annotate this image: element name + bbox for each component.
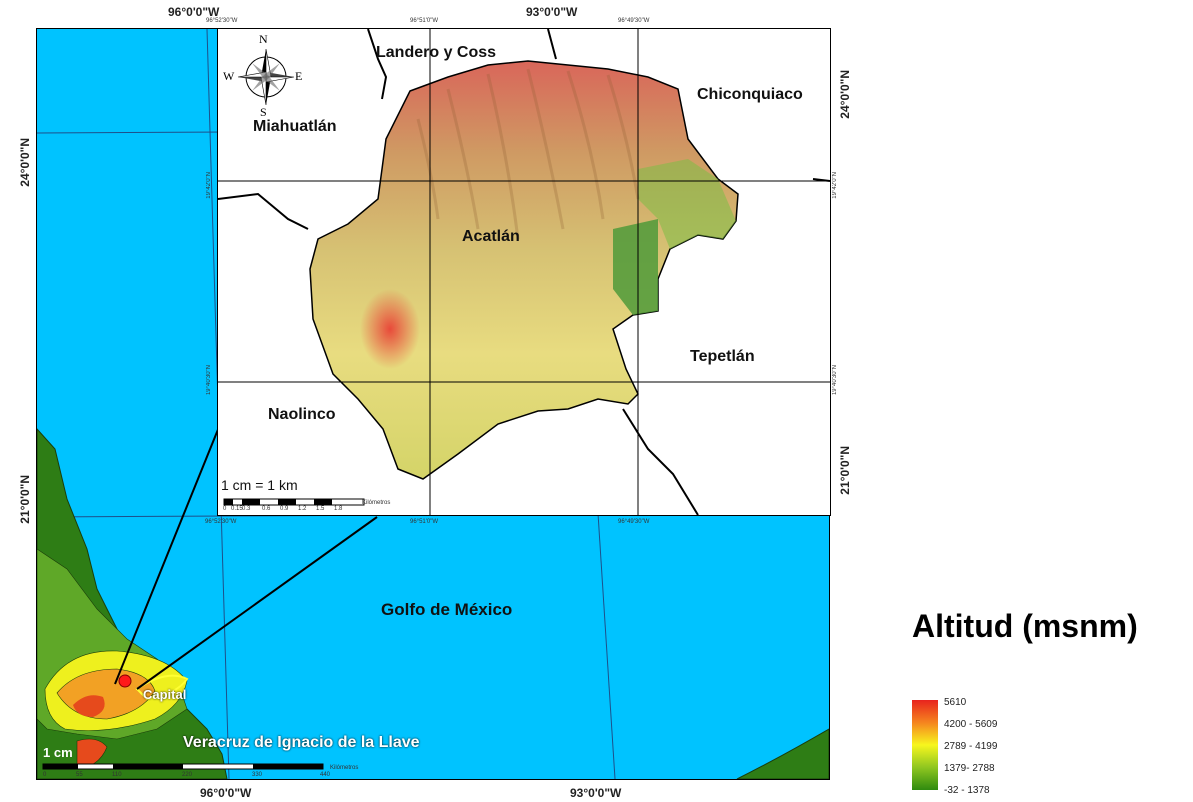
legend-title: Altitud (msnm) — [912, 608, 1138, 644]
overview-scale-tick: 0 — [43, 772, 47, 778]
acatlan-elevation — [309, 60, 739, 480]
legend-class-label: -32 - 1378 — [944, 785, 990, 796]
coord-left-bottom: 21°0'0"N — [18, 475, 32, 524]
overview-scale-tick: 220 — [182, 772, 193, 778]
inset-map-graphics — [218, 29, 830, 515]
inset-scale-tick: 1.8 — [334, 506, 343, 512]
compass-south: S — [260, 105, 267, 119]
overview-scale-label: 1 cm — [43, 745, 73, 760]
coord-bottom-right: 93°0'0"W — [570, 786, 622, 800]
overview-scale-tick: 55 — [76, 772, 83, 778]
inset-scale-label: 1 cm = 1 km — [221, 477, 298, 493]
inset-scale-tick: 1.2 — [298, 506, 307, 512]
legend-class-label: 5610 — [944, 697, 967, 708]
compass-north: N — [259, 32, 268, 46]
compass-rose-icon — [237, 48, 295, 106]
inset-coord-right-b: 19°40'30"N — [832, 365, 838, 396]
inset-scale-tick: 0 — [223, 506, 227, 512]
inset-map — [217, 28, 831, 516]
capital-marker — [118, 674, 132, 688]
coord-top-right: 93°0'0"W — [526, 5, 578, 19]
inset-coord-top-b: 96°51'0"W — [410, 18, 439, 24]
compass-east: E — [295, 69, 303, 83]
legend-class-label: 2789 - 4199 — [944, 741, 998, 752]
inset-coord-bottom-a: 96°52'30"W — [205, 519, 237, 525]
overview-scale-tick: 440 — [320, 772, 331, 778]
legend-ramp — [912, 700, 938, 790]
inset-scale-tick: 0.3 — [242, 506, 251, 512]
inset-scale-tick: 0.15 — [231, 506, 243, 512]
inset-coord-left-b: 19°40'30"N — [206, 365, 212, 396]
coord-top-left: 96°0'0"W — [168, 5, 220, 19]
coord-right-bottom: 21°0'0"N — [838, 446, 852, 495]
label-landero: Landero y Coss — [376, 44, 497, 61]
overview-scale-tick: 330 — [252, 772, 263, 778]
state-label: Veracruz de Ignacio de la Llave — [183, 734, 420, 751]
inset-scale-tick: 0.6 — [262, 506, 271, 512]
compass-west: W — [223, 69, 235, 83]
inset-scale-tick: 1.5 — [316, 506, 325, 512]
coord-left-top: 24°0'0"N — [18, 138, 32, 187]
label-chiconquiaco: Chiconquiaco — [697, 86, 803, 103]
overview-scale-tick: 110 — [112, 772, 122, 778]
capital-label: Capital — [143, 687, 187, 702]
label-acatlan: Acatlán — [462, 228, 520, 245]
inset-coord-left-a: 19°42'0"N — [206, 172, 212, 199]
label-naolinco: Naolinco — [268, 406, 336, 423]
inset-coord-right-a: 19°42'0"N — [832, 172, 838, 199]
overview-scale-unit: Kilómetros — [330, 765, 359, 771]
inset-coord-bottom-b: 96°51'0"W — [410, 519, 439, 525]
inset-coord-top-a: 96°52'30"W — [206, 18, 238, 24]
sea-label: Golfo de México — [381, 600, 513, 619]
inset-scale-unit: Kilómetros — [362, 500, 391, 506]
legend-class-label: 4200 - 5609 — [944, 719, 998, 730]
label-tepetlan: Tepetlán — [690, 348, 755, 365]
coord-bottom-left: 96°0'0"W — [200, 786, 252, 800]
legend-class-label: 1379- 2788 — [944, 763, 995, 774]
label-miahuatlan: Miahuatlán — [253, 118, 337, 135]
inset-coord-top-c: 96°49'30"W — [618, 18, 650, 24]
inset-coord-bottom-c: 96°49'30"W — [618, 519, 650, 525]
coord-right-top: 24°0'0"N — [838, 70, 852, 119]
inset-scale-tick: 0.9 — [280, 506, 289, 512]
